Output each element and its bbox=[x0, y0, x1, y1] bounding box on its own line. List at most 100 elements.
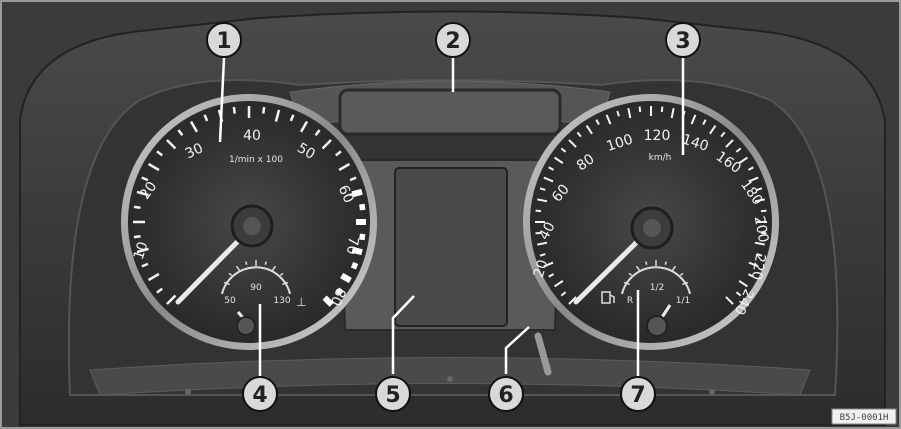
speed-tick bbox=[560, 291, 567, 297]
speedometer: 20 40 60 80 100 120 140 160 180 200 220 … bbox=[523, 94, 779, 350]
tach-tick bbox=[203, 114, 209, 122]
fuel-label-reserve: R bbox=[627, 296, 633, 306]
trim-screw bbox=[447, 376, 453, 382]
temp-label-130: 130 bbox=[273, 296, 290, 306]
multifunction-display bbox=[394, 167, 508, 327]
tach-tick bbox=[156, 150, 163, 157]
tach-tick bbox=[141, 262, 149, 268]
speed-tick bbox=[568, 296, 577, 305]
speed-tick bbox=[543, 176, 554, 183]
callout-5: 5 bbox=[375, 376, 411, 412]
tach-tick bbox=[321, 139, 332, 150]
svg-text:3: 3 bbox=[675, 29, 690, 54]
trim-screw bbox=[709, 389, 715, 395]
speed-tick bbox=[660, 106, 664, 113]
tach-tick bbox=[189, 120, 199, 133]
speed-tick bbox=[535, 231, 542, 235]
tach-label-50: 50 bbox=[294, 140, 317, 163]
speed-tick bbox=[725, 296, 734, 305]
temp-tick bbox=[223, 281, 230, 286]
fuel-label-full: 1/1 bbox=[676, 296, 690, 306]
speed-tick bbox=[760, 231, 767, 235]
callout-6: 6 bbox=[488, 376, 524, 412]
speed-tick bbox=[537, 241, 548, 246]
reset-button-stalk bbox=[534, 332, 552, 376]
speed-tick bbox=[748, 261, 759, 268]
fuel-tick bbox=[635, 265, 641, 272]
leader-line-6 bbox=[504, 326, 530, 374]
svg-text:2: 2 bbox=[445, 29, 460, 54]
tach-label-70: 70 bbox=[343, 236, 361, 256]
speed-tick bbox=[754, 241, 765, 246]
svg-text:7: 7 bbox=[630, 383, 645, 408]
tach-tick bbox=[177, 129, 184, 136]
leader-line-5 bbox=[391, 295, 415, 374]
tach-redzone-tick bbox=[335, 287, 344, 296]
svg-text:5: 5 bbox=[385, 383, 400, 408]
temp-label-90: 90 bbox=[250, 283, 262, 293]
tach-tick bbox=[274, 109, 281, 122]
tach-redzone-tick bbox=[350, 261, 359, 270]
speed-tick bbox=[747, 166, 754, 171]
image-code-box bbox=[831, 408, 897, 425]
speed-tick bbox=[568, 139, 577, 148]
tach-redzone-tick bbox=[322, 295, 334, 307]
fuel-pump-icon bbox=[601, 291, 615, 304]
speed-tick bbox=[616, 110, 620, 117]
speed-tick bbox=[585, 124, 593, 135]
fuel-tick bbox=[679, 272, 684, 276]
speed-label-220: 220 bbox=[748, 252, 768, 281]
temp-tick bbox=[228, 272, 233, 276]
speed-tick bbox=[754, 198, 765, 203]
temp-tick bbox=[271, 265, 277, 272]
tach-tick bbox=[136, 247, 149, 254]
speedometer-hub-cap bbox=[643, 219, 661, 237]
tach-label-80: 80 bbox=[327, 285, 349, 308]
coolant-temperature-icon: ⊥ bbox=[296, 295, 306, 309]
speed-unit-label: km/h bbox=[649, 153, 672, 163]
tach-redzone-tick bbox=[359, 233, 366, 241]
fuel-tick bbox=[623, 281, 630, 286]
speed-label-20: 20 bbox=[531, 258, 552, 280]
top-display bbox=[338, 88, 562, 136]
fuel-tick bbox=[682, 281, 689, 286]
speed-tick bbox=[539, 187, 546, 191]
tach-tick bbox=[147, 272, 160, 282]
speed-label-140: 140 bbox=[680, 131, 710, 154]
leader-lines bbox=[218, 57, 685, 376]
callout-4: 4 bbox=[242, 376, 278, 412]
speed-tick bbox=[537, 198, 548, 203]
tach-tick bbox=[299, 120, 309, 133]
speed-tick bbox=[553, 280, 564, 288]
tachometer-needle bbox=[175, 229, 250, 305]
fuel-gauge-hub bbox=[646, 315, 668, 337]
tach-tick bbox=[133, 205, 141, 209]
tach-tick bbox=[335, 150, 342, 157]
temp-tick bbox=[235, 265, 241, 272]
speed-tick bbox=[539, 253, 546, 257]
speed-tick bbox=[725, 139, 734, 148]
tach-tick bbox=[136, 190, 149, 197]
tach-tick bbox=[338, 162, 351, 172]
speed-tick bbox=[690, 114, 697, 125]
speed-tick bbox=[756, 187, 763, 191]
tachometer-red-zone bbox=[322, 188, 366, 307]
fuel-tick bbox=[664, 261, 667, 265]
image-code: B5J-0001H bbox=[840, 413, 889, 423]
callout-7: 7 bbox=[620, 376, 656, 412]
temp-tick bbox=[264, 261, 267, 265]
tach-redzone-tick bbox=[359, 203, 366, 211]
temp-tick bbox=[282, 281, 289, 286]
speed-tick bbox=[748, 176, 759, 183]
tach-redzone-tick bbox=[340, 272, 352, 284]
temperature-gauge-ticks bbox=[223, 260, 289, 286]
speed-tick bbox=[560, 147, 567, 153]
svg-text:4: 4 bbox=[252, 383, 267, 408]
tach-label-10: 10 bbox=[131, 240, 152, 262]
svg-text:6: 6 bbox=[498, 383, 513, 408]
speed-tick bbox=[627, 108, 632, 119]
speed-tick bbox=[738, 156, 749, 164]
tachometer-hub-cap bbox=[243, 217, 261, 235]
